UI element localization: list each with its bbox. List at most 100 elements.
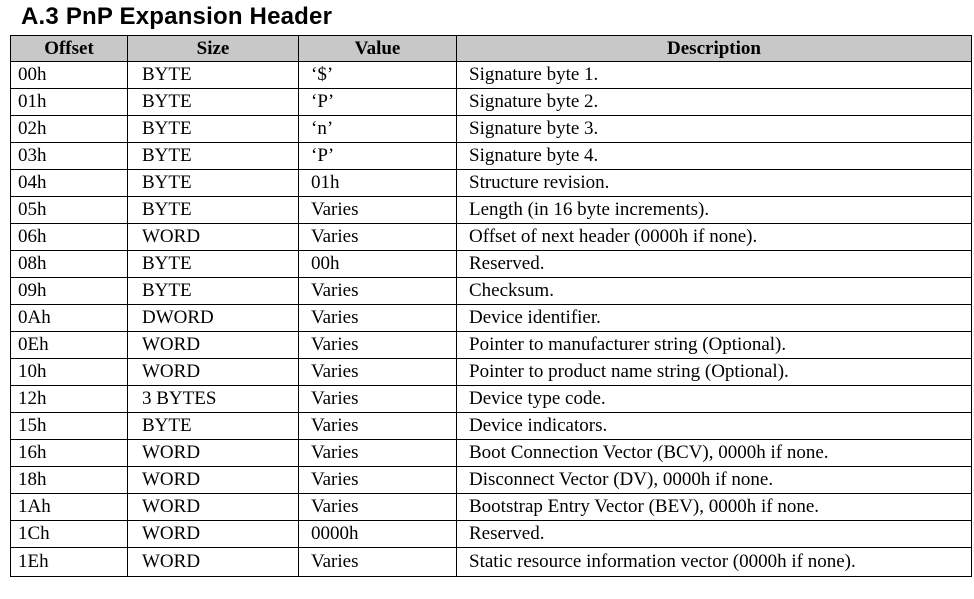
cell-description: Signature byte 4.	[456, 142, 972, 170]
table-row: 18h WORD Varies Disconnect Vector (DV), …	[10, 466, 972, 494]
table-body: 00h BYTE ‘$’ Signature byte 1. 01h BYTE …	[10, 61, 972, 577]
cell-description: Device indicators.	[456, 412, 972, 440]
cell-offset: 03h	[10, 142, 128, 170]
header-row: Offset Size Value Description	[10, 35, 972, 62]
cell-offset: 1Ah	[10, 493, 128, 521]
cell-value: 00h	[298, 250, 457, 278]
header-size: Size	[127, 35, 299, 62]
cell-description: Signature byte 3.	[456, 115, 972, 143]
cell-description: Device type code.	[456, 385, 972, 413]
cell-offset: 1Eh	[10, 547, 128, 577]
cell-value: Varies	[298, 196, 457, 224]
cell-description: Length (in 16 byte increments).	[456, 196, 972, 224]
table-row: 08h BYTE 00h Reserved.	[10, 250, 972, 278]
cell-offset: 15h	[10, 412, 128, 440]
cell-value: ‘P’	[298, 88, 457, 116]
cell-value: ‘n’	[298, 115, 457, 143]
cell-size: WORD	[127, 547, 299, 577]
cell-offset: 08h	[10, 250, 128, 278]
table-row: 1Ch WORD 0000h Reserved.	[10, 520, 972, 548]
header-description: Description	[456, 35, 972, 62]
cell-value: Varies	[298, 331, 457, 359]
cell-description: Boot Connection Vector (BCV), 0000h if n…	[456, 439, 972, 467]
table-row: 15h BYTE Varies Device indicators.	[10, 412, 972, 440]
cell-description: Reserved.	[456, 250, 972, 278]
cell-size: BYTE	[127, 196, 299, 224]
cell-value: Varies	[298, 277, 457, 305]
cell-value: Varies	[298, 547, 457, 577]
table-row: 1Eh WORD Varies Static resource informat…	[10, 547, 972, 577]
cell-description: Reserved.	[456, 520, 972, 548]
cell-description: Signature byte 2.	[456, 88, 972, 116]
cell-size: BYTE	[127, 142, 299, 170]
cell-offset: 01h	[10, 88, 128, 116]
cell-size: BYTE	[127, 115, 299, 143]
header-offset: Offset	[10, 35, 128, 62]
table-row: 12h 3 BYTES Varies Device type code.	[10, 385, 972, 413]
cell-value: Varies	[298, 466, 457, 494]
table-row: 02h BYTE ‘n’ Signature byte 3.	[10, 115, 972, 143]
cell-description: Bootstrap Entry Vector (BEV), 0000h if n…	[456, 493, 972, 521]
cell-value: Varies	[298, 223, 457, 251]
cell-offset: 18h	[10, 466, 128, 494]
cell-value: ‘P’	[298, 142, 457, 170]
cell-value: 0000h	[298, 520, 457, 548]
cell-description: Offset of next header (0000h if none).	[456, 223, 972, 251]
cell-value: Varies	[298, 412, 457, 440]
table-row: 05h BYTE Varies Length (in 16 byte incre…	[10, 196, 972, 224]
section-heading: A.3 PnP Expansion Header	[21, 3, 333, 30]
cell-offset: 0Eh	[10, 331, 128, 359]
cell-value: Varies	[298, 493, 457, 521]
cell-size: WORD	[127, 358, 299, 386]
cell-offset: 05h	[10, 196, 128, 224]
cell-description: Checksum.	[456, 277, 972, 305]
cell-size: BYTE	[127, 61, 299, 89]
table-row: 09h BYTE Varies Checksum.	[10, 277, 972, 305]
cell-description: Disconnect Vector (DV), 0000h if none.	[456, 466, 972, 494]
cell-size: WORD	[127, 520, 299, 548]
cell-size: BYTE	[127, 88, 299, 116]
table-row: 10h WORD Varies Pointer to product name …	[10, 358, 972, 386]
cell-value: Varies	[298, 385, 457, 413]
cell-value: 01h	[298, 169, 457, 197]
cell-value: Varies	[298, 439, 457, 467]
cell-offset: 06h	[10, 223, 128, 251]
cell-offset: 10h	[10, 358, 128, 386]
cell-size: WORD	[127, 493, 299, 521]
cell-description: Pointer to manufacturer string (Optional…	[456, 331, 972, 359]
cell-description: Signature byte 1.	[456, 61, 972, 89]
cell-value: ‘$’	[298, 61, 457, 89]
cell-offset: 12h	[10, 385, 128, 413]
cell-size: BYTE	[127, 250, 299, 278]
cell-description: Device identifier.	[456, 304, 972, 332]
cell-description: Static resource information vector (0000…	[456, 547, 972, 577]
table-row: 01h BYTE ‘P’ Signature byte 2.	[10, 88, 972, 116]
table-row: 00h BYTE ‘$’ Signature byte 1.	[10, 61, 972, 89]
table-row: 0Ah DWORD Varies Device identifier.	[10, 304, 972, 332]
cell-value: Varies	[298, 358, 457, 386]
header-value: Value	[298, 35, 457, 62]
table-row: 03h BYTE ‘P’ Signature byte 4.	[10, 142, 972, 170]
cell-description: Structure revision.	[456, 169, 972, 197]
cell-size: 3 BYTES	[127, 385, 299, 413]
cell-offset: 1Ch	[10, 520, 128, 548]
cell-description: Pointer to product name string (Optional…	[456, 358, 972, 386]
cell-size: WORD	[127, 331, 299, 359]
cell-offset: 00h	[10, 61, 128, 89]
cell-size: BYTE	[127, 412, 299, 440]
table-row: 06h WORD Varies Offset of next header (0…	[10, 223, 972, 251]
pnp-expansion-header-table: Offset Size Value Description 00h BYTE ‘…	[10, 35, 972, 577]
cell-size: WORD	[127, 466, 299, 494]
cell-offset: 0Ah	[10, 304, 128, 332]
cell-offset: 16h	[10, 439, 128, 467]
table-row: 04h BYTE 01h Structure revision.	[10, 169, 972, 197]
table-header: Offset Size Value Description	[10, 35, 972, 62]
cell-value: Varies	[298, 304, 457, 332]
cell-size: WORD	[127, 223, 299, 251]
table-row: 16h WORD Varies Boot Connection Vector (…	[10, 439, 972, 467]
table-row: 1Ah WORD Varies Bootstrap Entry Vector (…	[10, 493, 972, 521]
cell-size: WORD	[127, 439, 299, 467]
cell-offset: 02h	[10, 115, 128, 143]
table-row: 0Eh WORD Varies Pointer to manufacturer …	[10, 331, 972, 359]
cell-size: BYTE	[127, 169, 299, 197]
